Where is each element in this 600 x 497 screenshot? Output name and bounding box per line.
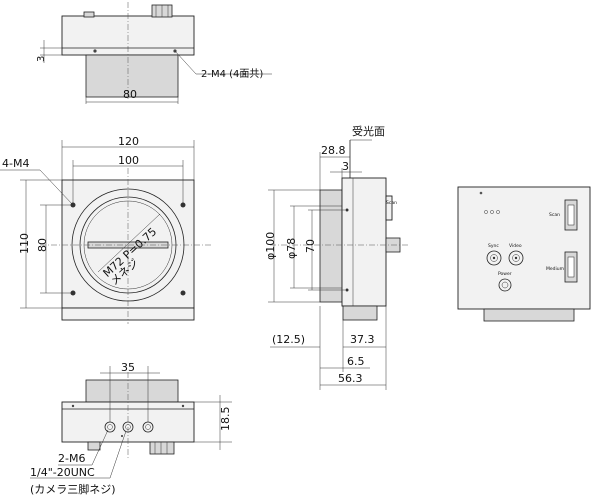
bottom-connector <box>87 441 101 451</box>
front-width-outer-dim: 120 <box>118 135 139 148</box>
top-screw-note: 2-M4 (4面共) <box>201 68 263 80</box>
bottom-unc-note: 1/4"-20UNC <box>30 466 95 479</box>
side-bottom-dim-3: 6.5 <box>347 355 365 368</box>
front-height-inner-dim: 80 <box>36 238 49 252</box>
bottom-35-dim: 35 <box>121 361 135 374</box>
power-label: Power <box>498 271 512 277</box>
bottom-185-dim: 18.5 <box>219 407 232 432</box>
side-body <box>341 177 387 307</box>
bottom-lens-mount <box>85 379 179 403</box>
side-rear-label: Scan <box>386 200 397 206</box>
scan-label: Scan <box>549 212 560 218</box>
side-top-dim-1: 28.8 <box>321 144 346 157</box>
top-gap-dim: 3 <box>36 56 47 62</box>
power-connector <box>498 278 512 292</box>
front-view: 120 100 4-M4 110 80 M72 P=0.75 メネジ <box>0 135 212 324</box>
video-label: Video <box>509 243 522 249</box>
screw-hole <box>93 49 97 53</box>
bottom-m6-note: 2-M6 <box>58 452 85 465</box>
bottom-view: 35 18.5 2-M6 1/4"-20UNC (カメラ三脚ネジ) <box>30 361 232 496</box>
bottom-tripod-note: (カメラ三脚ネジ) <box>30 482 116 496</box>
front-height-outer-dim: 110 <box>18 233 31 254</box>
front-screw-note: 4-M4 <box>2 157 29 170</box>
front-width-inner-dim: 100 <box>118 154 139 167</box>
led-indicator <box>484 210 488 214</box>
top-view: 3 2-M4 (4面共) 80 <box>36 2 272 104</box>
side-lens-flange <box>319 189 343 303</box>
rear-base <box>483 308 575 322</box>
side-dia-78-dim: φ78 <box>285 238 298 259</box>
side-top-dim-2: 3 <box>342 160 349 173</box>
rear-view: Scan Medium Sync Video Power <box>457 186 591 322</box>
side-bottom-dim-1: (12.5) <box>272 333 305 346</box>
top-width-dim: 80 <box>123 88 137 101</box>
sync-connector <box>486 250 502 266</box>
sensor-plane-label: 受光面 <box>352 124 385 138</box>
sync-label: Sync <box>488 243 499 249</box>
bottom-connector <box>149 441 175 455</box>
mount-screw-hole <box>180 290 186 296</box>
medium-label: Medium <box>546 266 564 272</box>
top-view-lens-mount <box>85 54 179 98</box>
led-indicator <box>496 210 500 214</box>
video-connector <box>508 250 524 266</box>
side-base <box>342 305 378 321</box>
top-connector-a <box>83 11 95 18</box>
side-dia-100-dim: φ100 <box>264 232 277 260</box>
led-indicator <box>490 210 494 214</box>
side-70-dim: 70 <box>304 239 317 253</box>
side-view: Scan 受光面 28.8 3 φ100 φ78 70 <box>264 124 410 390</box>
side-bottom-dim-4: 56.3 <box>338 372 363 385</box>
side-rear-boss <box>385 195 393 221</box>
side-bottom-dim-2: 37.3 <box>350 333 375 346</box>
